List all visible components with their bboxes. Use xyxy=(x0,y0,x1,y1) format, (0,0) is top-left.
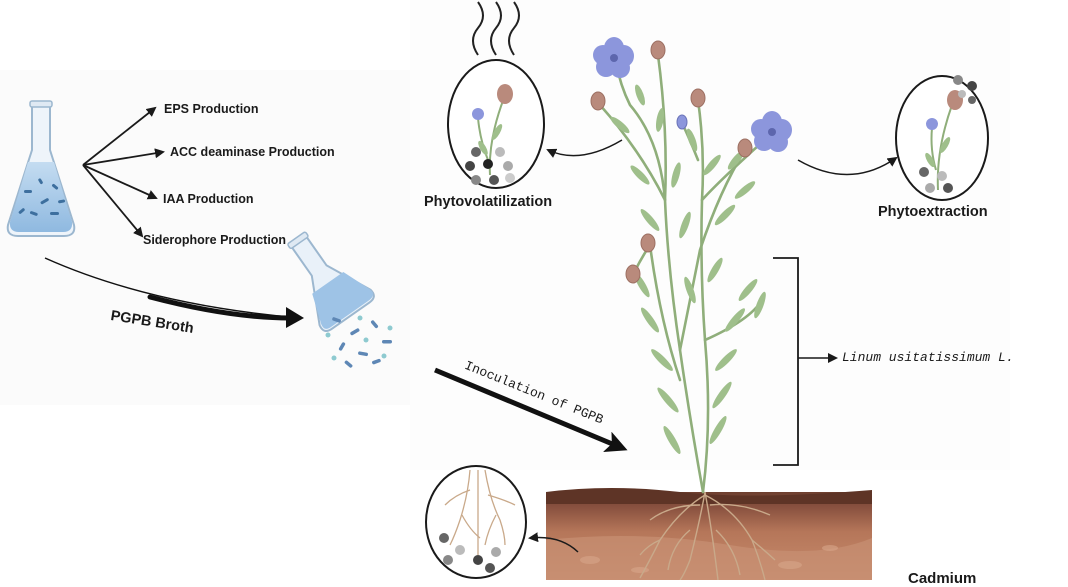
bacteria-cluster-icon xyxy=(325,315,393,368)
phytovolatilization-label: Phytovolatilization xyxy=(424,194,553,210)
flax-leaves xyxy=(610,84,766,454)
product-arrows xyxy=(82,106,165,238)
plant-roots xyxy=(639,491,776,580)
extraction-arrow xyxy=(797,156,898,176)
cadmium-label: Cadmium xyxy=(908,570,977,587)
soil-block xyxy=(546,488,872,580)
eps-label: EPS Production xyxy=(164,102,259,116)
flax-flower-icon xyxy=(593,37,792,152)
erlenmeyer-flask-icon xyxy=(6,100,76,237)
pouring-flask-icon xyxy=(287,231,375,332)
broth-arrow xyxy=(44,257,301,319)
species-label: Linum usitatissimum L. xyxy=(842,350,1014,365)
phytoextraction-label: Phytoextraction xyxy=(878,204,988,220)
iaa-label: IAA Production xyxy=(163,192,254,206)
phytoextraction-oval xyxy=(895,75,989,201)
volatilization-arrow xyxy=(546,139,623,158)
rhizo-arrow xyxy=(528,532,579,553)
phytovolatilization-oval xyxy=(447,1,545,189)
flax-bud-icon xyxy=(590,40,753,284)
siderophore-label: Siderophore Production xyxy=(143,233,287,247)
vapor-lines-icon xyxy=(472,1,520,56)
species-bracket xyxy=(773,257,799,466)
inoculation-arrow xyxy=(434,367,628,452)
broth-arrow-thick xyxy=(147,294,293,321)
broth-arrow-head xyxy=(286,307,304,328)
acc-deaminase-label: ACC deaminase Production xyxy=(170,145,335,159)
rhizosphere-oval xyxy=(425,465,527,579)
